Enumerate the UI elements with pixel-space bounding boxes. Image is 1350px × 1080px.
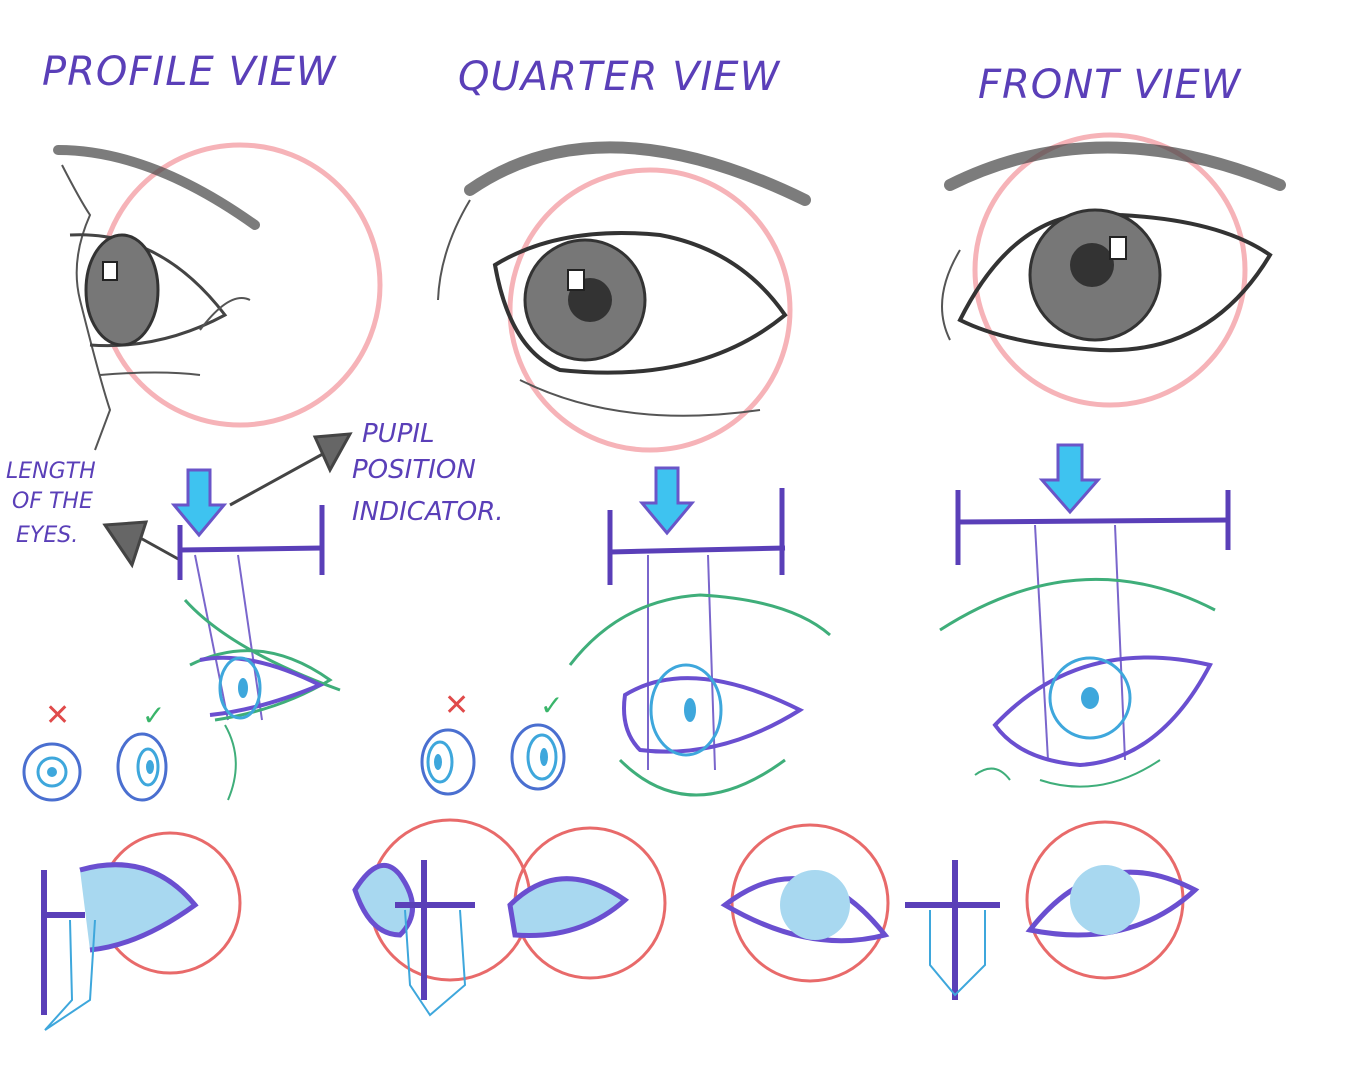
length-label-line3: EYES. xyxy=(16,523,78,548)
title-profile-view: PROFILE VIEW xyxy=(42,49,337,95)
front-guide-circle xyxy=(972,132,1248,408)
profile-length-bar xyxy=(177,505,325,580)
quarter-right-iris-example xyxy=(510,723,566,791)
quarter-guide-circle xyxy=(507,167,793,453)
profile-eye-sketch xyxy=(53,142,383,451)
profile-eyebrow xyxy=(53,145,260,230)
profile-iris xyxy=(84,233,160,347)
profile-right-iris-example xyxy=(116,732,168,802)
quarter-wrong-iris-example xyxy=(420,728,476,796)
profile-right-mark-icon: ✓ xyxy=(142,699,165,732)
quarter-wrong-mark-icon: ✕ xyxy=(444,688,469,723)
front-length-bar xyxy=(955,490,1231,565)
front-eyebrow xyxy=(944,141,1286,191)
front-eye-sketch xyxy=(941,132,1286,408)
front-eye-highlight xyxy=(1109,236,1127,260)
front-eyelid xyxy=(957,211,1273,353)
title-front-view: FRONT VIEW xyxy=(978,62,1242,108)
length-pointer-arrowhead-icon xyxy=(102,520,149,569)
quarter-down-arrow-icon xyxy=(638,466,696,536)
bottom-profile-construction xyxy=(41,831,242,1031)
pupil-pointer-arrowhead-icon xyxy=(312,432,353,474)
quarter-construction-eye xyxy=(568,593,831,797)
title-quarter-view: QUARTER VIEW xyxy=(458,54,781,100)
profile-wrong-mark-icon: ✕ xyxy=(45,698,70,733)
quarter-length-bar xyxy=(607,488,786,585)
profile-eye-highlight xyxy=(102,261,118,281)
length-pointer-line xyxy=(134,533,181,562)
pupil-position-annotation: PUPIL POSITION INDICATOR. xyxy=(229,419,504,527)
profile-wrong-iris-example xyxy=(22,742,82,802)
front-pupil xyxy=(1070,243,1114,287)
quarter-eyelid xyxy=(492,231,788,375)
profile-construction-eye xyxy=(183,598,341,801)
profile-down-arrow-icon xyxy=(170,468,228,538)
pupil-label-line3: INDICATOR. xyxy=(352,497,504,527)
pupil-pointer-line xyxy=(229,448,331,507)
quarter-right-mark-icon: ✓ xyxy=(540,689,563,722)
pupil-label-line2: POSITION xyxy=(352,455,476,485)
profile-face-line xyxy=(61,164,112,451)
pupil-label-line1: PUPIL xyxy=(362,419,435,449)
quarter-eye-highlight xyxy=(567,269,585,291)
front-construction-eye xyxy=(939,577,1216,788)
length-label-line1: LENGTH xyxy=(6,459,96,484)
length-label-line2: OF THE xyxy=(12,489,93,514)
quarter-eye-sketch xyxy=(437,141,811,453)
quarter-eyebrow xyxy=(464,141,811,206)
front-down-arrow-icon xyxy=(1038,443,1102,515)
length-of-eyes-annotation: LENGTH OF THE EYES. xyxy=(6,459,181,569)
bottom-front-construction xyxy=(720,820,1200,1000)
bottom-quarter-construction xyxy=(352,818,667,1017)
